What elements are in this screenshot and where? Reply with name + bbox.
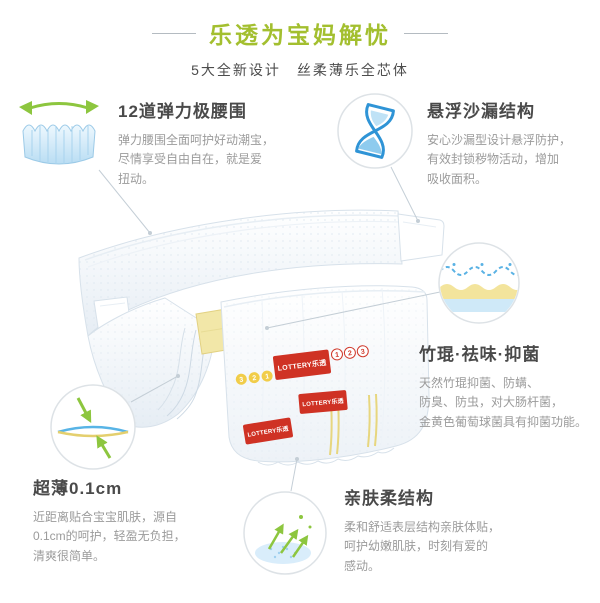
feature-description: 弹力腰围全面呵护好动潮宝， 尽情享受自由自在，就是爱 扭动。: [118, 133, 275, 186]
feature-title: 亲肤柔结构: [344, 489, 434, 508]
feature-ultra-thin: 超薄0.1cm 近距离贴合宝宝肌肤，源自 0.1cm的呵护，轻盈无负担， 清爽很…: [33, 474, 217, 566]
absorbent-layers-icon: [438, 242, 520, 324]
page-subtitle: 5大全新设计 丝柔薄乐全芯体: [191, 62, 409, 78]
badge-number: 1: [335, 352, 340, 359]
diaper-back-band: [78, 209, 403, 338]
header: 乐透为宝妈解忧 5大全新设计 丝柔薄乐全芯体: [0, 16, 600, 80]
badge-number: 2: [252, 375, 257, 382]
callout-dots: [148, 219, 420, 461]
title-divider-left: [152, 32, 196, 34]
feature-description: 近距离贴合宝宝肌肤，源自 0.1cm的呵护，轻盈无负担， 清爽很简单。: [33, 510, 186, 563]
brand-patch: [272, 349, 332, 380]
thin-layer-icon: [50, 384, 136, 470]
page-title: 乐透为宝妈解忧: [209, 22, 391, 48]
feature-hourglass-structure: 悬浮沙漏结构 安心沙漏型设计悬浮防护， 有效封锁秽物活动，增加 吸收面积。: [427, 97, 591, 189]
badge-number: 3: [361, 349, 366, 356]
feature-title: 12道弹力极腰围: [118, 102, 247, 121]
feature-title: 悬浮沙漏结构: [427, 102, 535, 121]
brand-logo-text: LOTTERY乐透: [302, 397, 344, 409]
badge-number: 3: [239, 377, 244, 384]
title-divider-right: [404, 32, 448, 34]
feature-elastic-waist: 12道弹力极腰围 弹力腰围全面呵护好动潮宝， 尽情享受自由自在，就是爱 扭动。: [118, 97, 290, 189]
callout-lines: [98, 166, 441, 492]
badge-number: 2: [348, 350, 353, 357]
feature-title: 超薄0.1cm: [33, 479, 123, 498]
soft-surface-icon: [243, 491, 327, 575]
feature-description: 天然竹琨抑菌、防螨、 防臭、防虫，对大肠杆菌， 金黄色葡萄球菌具有抑菌功能。: [419, 376, 588, 429]
title-row: 乐透为宝妈解忧: [0, 16, 600, 50]
elastic-waistband-icon: [19, 100, 99, 165]
diaper-right-tab: [397, 213, 445, 262]
badge-number: 1: [265, 373, 270, 380]
feature-title: 竹琨·祛味·抑菌: [419, 345, 541, 364]
brand-patch: LOTTERY乐透: [243, 417, 293, 445]
feature-soft-structure: 亲肤柔结构 柔和舒适表层结构亲肤体贴， 呵护幼嫩肌肤，时刻有爱的 感动。: [344, 484, 518, 576]
brand-patch: LOTTERY乐透: [298, 390, 348, 414]
feature-description: 柔和舒适表层结构亲肤体贴， 呵护幼嫩肌肤，时刻有爱的 感动。: [344, 520, 501, 573]
brand-strip: 3 2 1 LOTTERY乐透 1 2 3: [235, 345, 369, 385]
feature-description: 安心沙漏型设计悬浮防护， 有效封锁秽物活动，增加 吸收面积。: [427, 133, 572, 186]
feature-bamboo-antibacterial: 竹琨·祛味·抑菌 天然竹琨抑菌、防螨、 防臭、防虫，对大肠杆菌， 金黄色葡萄球菌…: [419, 340, 599, 432]
hourglass-icon: [337, 93, 413, 169]
